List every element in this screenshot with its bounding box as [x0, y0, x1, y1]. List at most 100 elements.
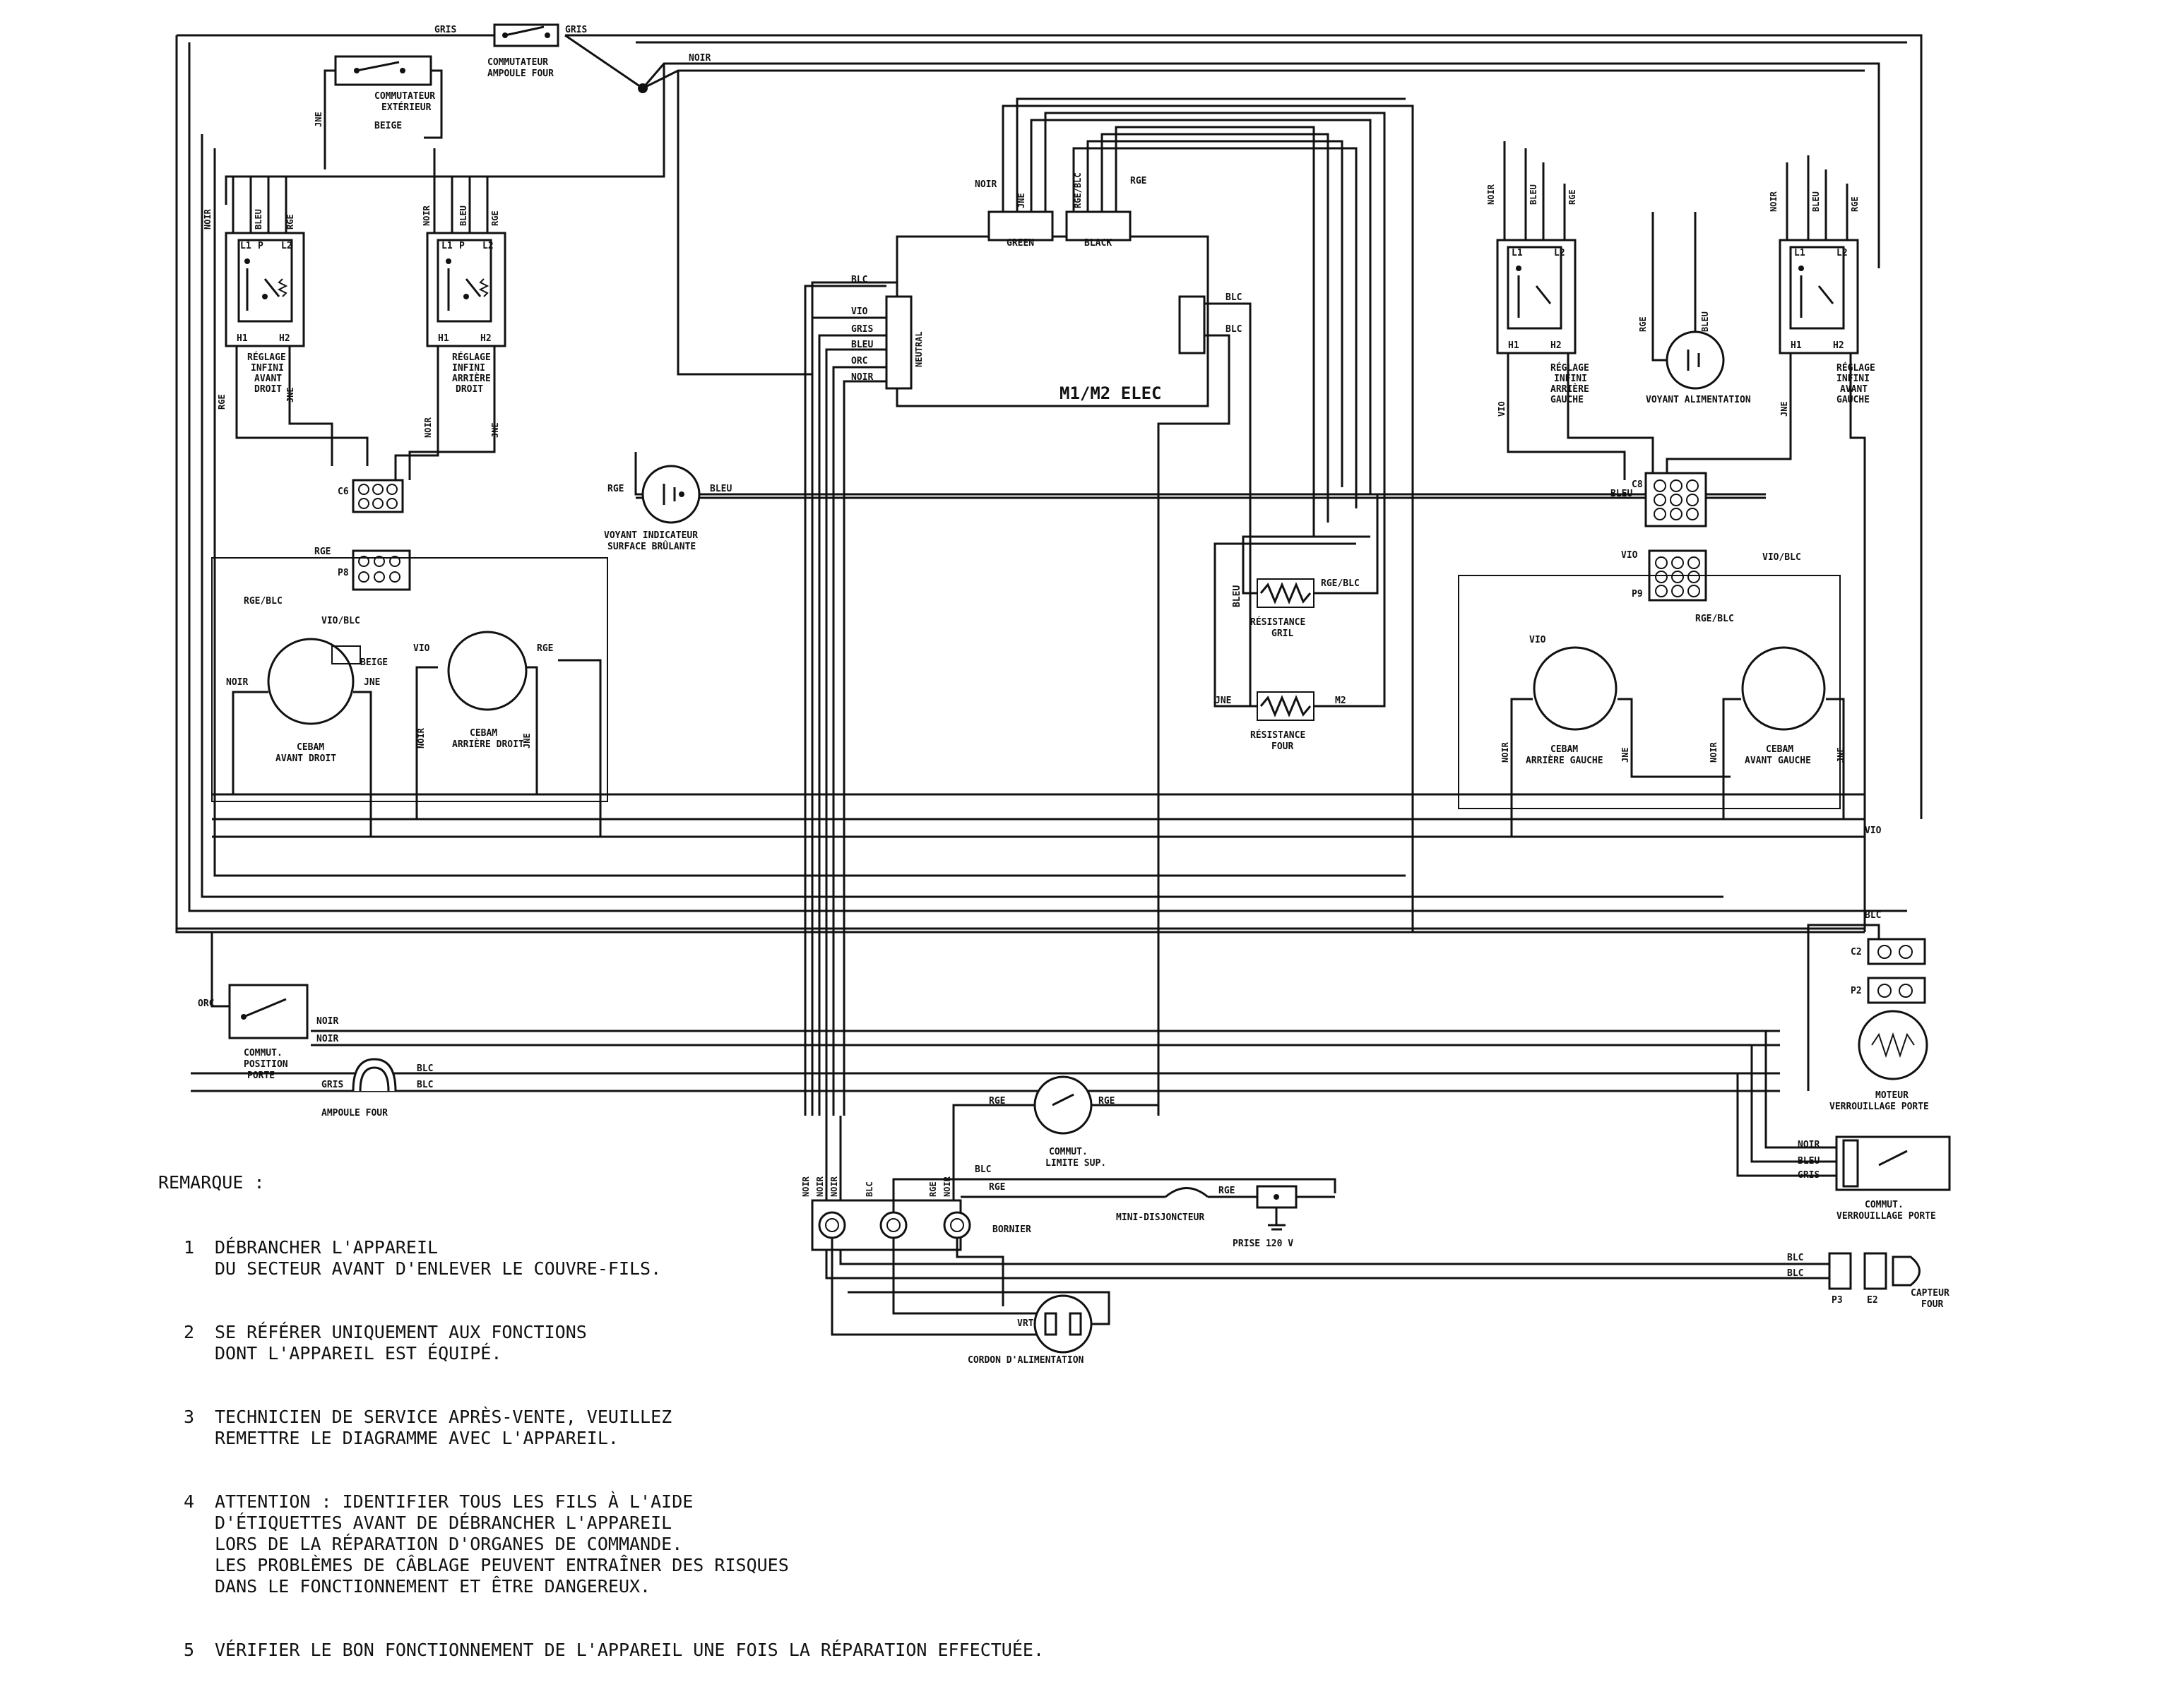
prise-120v: PRISE 120 V — [1233, 1185, 1335, 1249]
label-noir-ag: NOIR — [1769, 191, 1779, 212]
label-bleu-board: BLEU — [851, 340, 873, 350]
connector-c8-right: C8 BLEU — [1610, 472, 1707, 527]
label-noir-arg: NOIR — [1486, 184, 1496, 205]
label-rge-blc-board-top: RGE/BLC — [1073, 172, 1083, 208]
label-l1-ag: L1 — [1794, 248, 1805, 258]
label-ampoule-four: AMPOULE FOUR — [321, 1108, 388, 1119]
note-line: D'ÉTIQUETTES AVANT DE DÉBRANCHER L'APPAR… — [215, 1513, 672, 1533]
label-h1-ag: H1 — [1791, 340, 1802, 351]
cebam-droit-group: RGE/BLC VIO/BLC NOIR BEIGE JNE VIO RGE C… — [211, 557, 608, 837]
label-reglage-arg-3: ARRIÈRE — [1550, 383, 1589, 395]
label-moteur-1: MOTEUR — [1875, 1090, 1909, 1101]
label-cebam-arg-2: ARRIÈRE GAUCHE — [1526, 755, 1603, 766]
cordon-alimentation: VRT CORDON D'ALIMENTATION — [848, 1291, 1110, 1366]
label-noir-bornier-4: NOIR — [942, 1176, 952, 1197]
label-rge-bornier-2: RGE — [989, 1182, 1005, 1193]
label-l2-ard: L2 — [482, 241, 494, 251]
commut-position-porte: ORC NOIR NOIR COMMUT. POSITION PORTE — [198, 932, 338, 1081]
label-jne-ext: JNE — [314, 112, 324, 127]
label-orc-porte: ORC — [198, 998, 214, 1009]
label-blc-board: BLC — [851, 275, 867, 285]
label-commut-verrou-2: VERROUILLAGE PORTE — [1836, 1211, 1936, 1222]
label-black: BLACK — [1084, 238, 1112, 249]
label-rge-board-top: RGE — [1130, 176, 1146, 186]
label-resistance-gril-2: GRIL — [1271, 628, 1293, 639]
label-m2-four: M2 — [1335, 696, 1346, 706]
label-resistance-gril-1: RÉSISTANCE — [1250, 616, 1305, 628]
label-jne-cebam-ard: JNE — [522, 733, 532, 748]
label-gris-board: GRIS — [851, 324, 873, 335]
label-reglage-ag-2: INFINI — [1836, 374, 1870, 384]
label-reglage-arg-4: GAUCHE — [1550, 395, 1584, 405]
resistance-gril: BLEU RGE/BLC RÉSISTANCE GRIL — [1232, 494, 1379, 639]
label-cebam-arg-1: CEBAM — [1550, 744, 1578, 755]
label-rge-limite-2: RGE — [1098, 1096, 1115, 1107]
label-reglage-ard-4: DROIT — [456, 384, 483, 395]
mini-disjoncteur: RGE MINI-DISJONCTEUR — [961, 1186, 1257, 1223]
note-line: DONT L'APPAREIL EST ÉQUIPÉ. — [215, 1343, 502, 1364]
label-l1-ad: L1 — [240, 241, 251, 251]
label-rge-voyant-alim: RGE — [1638, 316, 1648, 332]
note-line: DANS LE FONCTIONNEMENT ET ÊTRE DANGEREUX… — [215, 1576, 651, 1597]
bornier: BORNIER NOIR NOIR NOIR BLC RGE NOIR BLC … — [801, 1164, 1336, 1336]
label-reglage-ad-4: DROIT — [254, 384, 282, 395]
label-rge-ag: RGE — [1850, 196, 1860, 212]
label-reglage-ad-2: INFINI — [251, 363, 284, 374]
label-commut-position-2: POSITION — [244, 1059, 288, 1070]
connector-p8-left: P8 RGE — [314, 547, 411, 591]
remarques-title: REMARQUE : — [158, 1172, 265, 1193]
label-p9-right: P9 — [1632, 589, 1643, 600]
label-bleu-voyant-alim: BLEU — [1700, 311, 1710, 332]
label-bleu-voyant: BLEU — [710, 484, 732, 494]
label-rge-p8: RGE — [314, 547, 331, 557]
label-cebam-ard-1: CEBAM — [470, 728, 497, 739]
label-conn-neutral: NEUTRAL — [914, 331, 924, 367]
label-cebam-ag-2: AVANT GAUCHE — [1745, 756, 1811, 766]
label-rge-ard: RGE — [490, 210, 500, 226]
label-bleu-ad: BLEU — [254, 209, 263, 229]
label-vrt: VRT — [1017, 1318, 1034, 1329]
label-l1-ard: L1 — [441, 241, 453, 251]
label-p-ard: P — [459, 241, 465, 251]
label-noir-cebam-ad: NOIR — [226, 677, 248, 688]
commutateur-ampoule-four: GRIS GRIS COMMUTATEUR AMPOULE FOUR NOIR — [434, 23, 711, 79]
label-c8-right: C8 — [1632, 479, 1643, 490]
label-reglage-ard-3: ARRIÈRE — [452, 373, 491, 384]
label-noir-top: NOIR — [689, 53, 711, 64]
label-bleu-arg: BLEU — [1529, 184, 1538, 205]
label-capteur-2: FOUR — [1921, 1299, 1943, 1310]
resistance-four: JNE M2 RÉSISTANCE FOUR — [1213, 530, 1386, 752]
label-noir-board: NOIR — [851, 372, 873, 383]
label-commut-verrou-1: COMMUT. — [1865, 1200, 1904, 1210]
label-rge-ad: RGE — [285, 214, 295, 229]
label-l2-ag: L2 — [1836, 248, 1848, 258]
label-rge-limite-1: RGE — [989, 1096, 1005, 1107]
label-noir-cebam-arg: NOIR — [1500, 741, 1510, 763]
note-line: TECHNICIEN DE SERVICE APRÈS-VENTE, VEUIL… — [215, 1407, 672, 1427]
label-noir-bornier-2: NOIR — [815, 1176, 825, 1197]
label-rge-blc-p9: RGE/BLC — [1695, 614, 1734, 624]
label-rge-cebam: RGE — [537, 643, 553, 654]
label-noir-ard-b: NOIR — [423, 417, 433, 438]
reglage-infini-arriere-droit: L1 P L2 H1 H2 NOIR BLEU RGE RÉGLAGE INFI… — [394, 148, 506, 480]
note-line: DÉBRANCHER L'APPAREIL — [215, 1237, 439, 1258]
moteur-verrouillage: C2 P2 BLC MOTEUR VERROUILLAGE PORTE — [1807, 910, 1929, 1112]
label-noir-cebam-ag: NOIR — [1709, 741, 1719, 763]
label-jne-cebam-arg: JNE — [1620, 747, 1630, 763]
note-line: VÉRIFIER LE BON FONCTIONNEMENT DE L'APPA… — [215, 1640, 1044, 1660]
label-vio-cebam-arg: VIO — [1529, 635, 1546, 645]
label-rge-arg: RGE — [1567, 189, 1577, 205]
label-moteur-2: VERROUILLAGE PORTE — [1829, 1102, 1929, 1112]
label-noir-bornier-3: NOIR — [829, 1176, 839, 1197]
label-h2-arg: H2 — [1550, 340, 1562, 351]
label-bleu-ag: BLEU — [1811, 191, 1821, 212]
note-number: 2 — [184, 1322, 195, 1342]
label-rge-disj: RGE — [1218, 1186, 1235, 1196]
note-line: LES PROBLÈMES DE CÂBLAGE PEUVENT ENTRAÎN… — [215, 1555, 789, 1575]
label-l2-ad: L2 — [281, 241, 292, 251]
label-cordon: CORDON D'ALIMENTATION — [968, 1355, 1084, 1366]
note-line: REMETTRE LE DIAGRAMME AVEC L'APPAREIL. — [215, 1428, 619, 1448]
label-jne-ag: JNE — [1779, 401, 1789, 417]
